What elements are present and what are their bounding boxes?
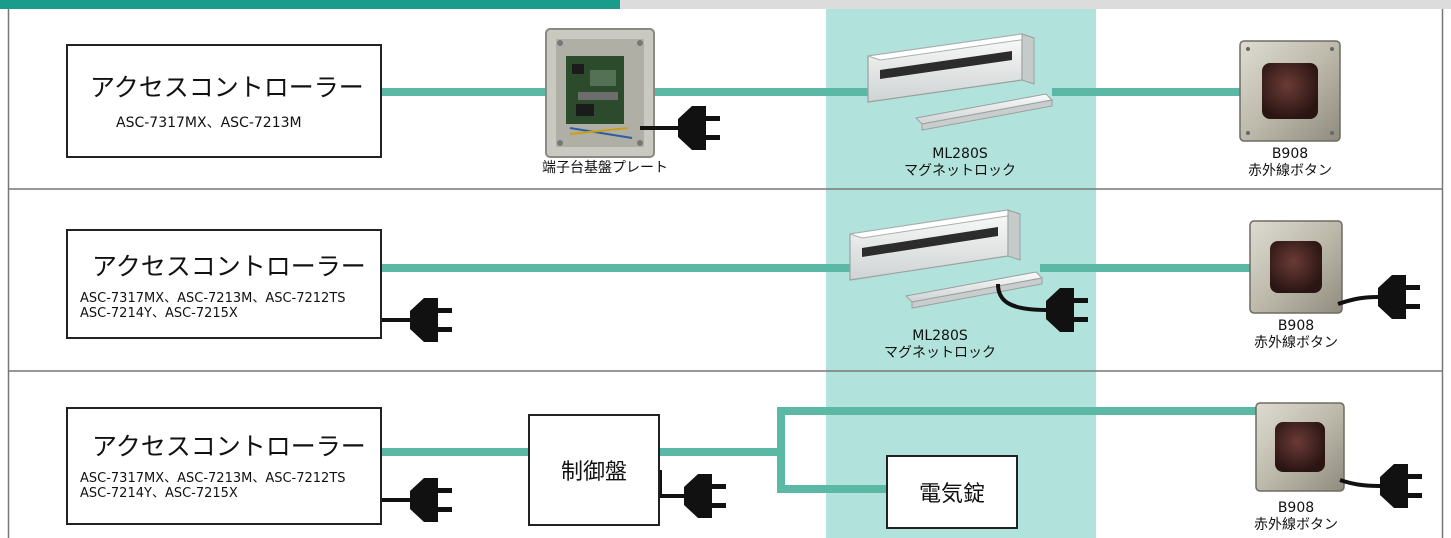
row1-lock-name: マグネットロック bbox=[904, 163, 1016, 179]
row2-button-model: B908 bbox=[1277, 318, 1315, 334]
row3-panel-cord bbox=[658, 470, 684, 498]
row2-exit-button-image bbox=[1249, 220, 1343, 314]
row2-button-cord bbox=[1337, 295, 1379, 306]
row2-controller-box: アクセスコントローラー ASC-7317MX、ASC-7213M、ASC-721… bbox=[66, 229, 382, 339]
row3-wire-junction-lock bbox=[777, 452, 886, 493]
row2-button-plug-icon bbox=[1378, 275, 1420, 319]
header-bar-teal bbox=[0, 0, 620, 9]
row3-panel-plug-icon bbox=[684, 474, 726, 518]
row1-plug-icon bbox=[678, 106, 720, 150]
row1-controller-box: アクセスコントローラー ASC-7317MX、ASC-7213M bbox=[66, 44, 382, 158]
row3-button-model: B908 bbox=[1277, 500, 1315, 516]
row2-lock-cord bbox=[996, 283, 1047, 312]
row3-electric-lock-box: 電気錠 bbox=[886, 455, 1018, 529]
row1-exit-button-image bbox=[1239, 40, 1341, 142]
row2-lock-name: マグネットロック bbox=[884, 345, 996, 361]
row2-controller-plug-icon bbox=[410, 298, 452, 342]
row1-button-model: B908 bbox=[1271, 146, 1309, 162]
row3-button-cord bbox=[1339, 478, 1381, 488]
row3-exit-button-image bbox=[1255, 402, 1345, 492]
row2-button-name: 赤外線ボタン bbox=[1254, 335, 1338, 351]
row1-controller-models: ASC-7317MX、ASC-7213M bbox=[116, 115, 302, 131]
terminal-plate-image bbox=[545, 28, 655, 158]
row1-controller-title: アクセスコントローラー bbox=[90, 73, 364, 102]
header-bar-gray bbox=[620, 0, 1451, 9]
row3-controller-box: アクセスコントローラー ASC-7317MX、ASC-7213M、ASC-721… bbox=[66, 407, 382, 525]
row1-button-name: 赤外線ボタン bbox=[1248, 163, 1332, 179]
row3-wire-junction-button bbox=[777, 407, 1256, 452]
row2-controller-models-line1: ASC-7317MX、ASC-7213M、ASC-7212TS bbox=[80, 291, 346, 306]
row2-controller-models-line2: ASC-7214Y、ASC-7215X bbox=[80, 306, 238, 321]
row2-lock-model: ML280S bbox=[912, 328, 968, 344]
row1-maglock-image bbox=[867, 33, 1054, 131]
row2-maglock-image bbox=[849, 209, 1044, 309]
row3-button-name: 赤外線ボタン bbox=[1254, 517, 1338, 533]
row1-lock-model: ML280S bbox=[932, 146, 988, 162]
row3-controller-title: アクセスコントローラー bbox=[92, 432, 366, 461]
row3-controller-plug-icon bbox=[410, 478, 452, 522]
row3-control-panel-box: 制御盤 bbox=[528, 414, 660, 526]
row1-terminal-plate-label: 端子台基盤プレート bbox=[542, 160, 668, 176]
row3-controller-models-line2: ASC-7214Y、ASC-7215X bbox=[80, 486, 238, 501]
row3-electric-lock-label: 電気錠 bbox=[918, 482, 985, 507]
row3-button-plug-icon bbox=[1380, 464, 1422, 508]
row3-control-panel-label: 制御盤 bbox=[560, 460, 627, 485]
row2-controller-title: アクセスコントローラー bbox=[92, 252, 366, 281]
row3-controller-models-line1: ASC-7317MX、ASC-7213M、ASC-7212TS bbox=[80, 471, 346, 486]
